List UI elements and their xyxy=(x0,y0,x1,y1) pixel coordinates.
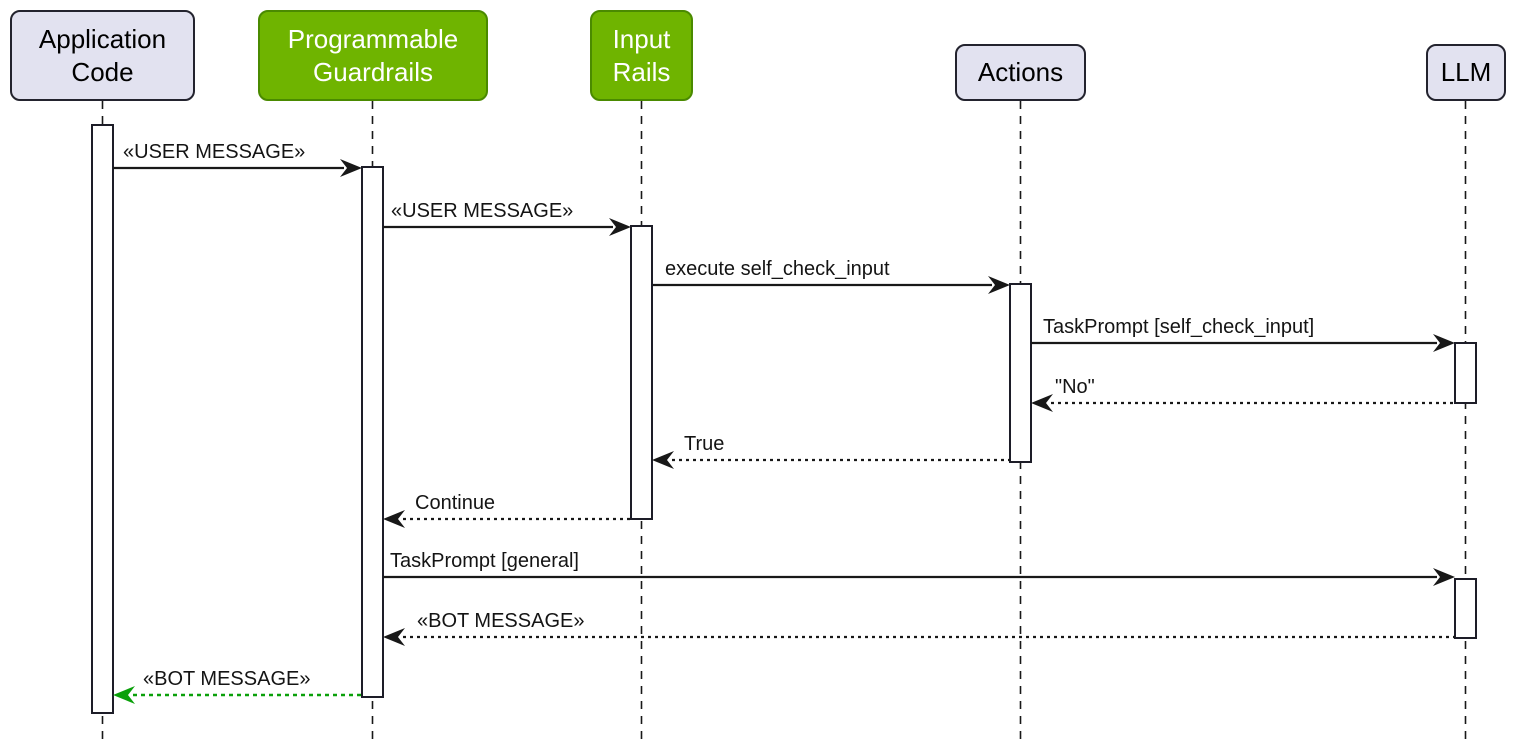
message-label-taskprompt-self-check-input: TaskPrompt [self_check_input] xyxy=(1043,316,1315,338)
message-arrowhead-9 xyxy=(383,628,405,646)
participant-llm: LLM xyxy=(1426,44,1506,101)
message-label-no: "No" xyxy=(1055,376,1095,398)
activation-bar-input-rails xyxy=(630,225,653,520)
participant-label: LLM xyxy=(1440,57,1492,87)
participant-actions: Actions xyxy=(955,44,1086,101)
message-arrowhead-3 xyxy=(988,276,1010,294)
message-arrowhead-5 xyxy=(1031,394,1053,412)
message-arrowhead-4 xyxy=(1433,334,1455,352)
message-arrowhead-7 xyxy=(383,510,405,528)
activation-bar-application-code xyxy=(91,124,114,714)
participant-label: Application Code xyxy=(38,23,167,87)
activation-bar-llm-2 xyxy=(1454,578,1477,639)
message-label-execute-self-check-input: execute self_check_input xyxy=(665,258,890,280)
participant-label: Programmable Guardrails xyxy=(287,23,459,87)
message-label-continue: Continue xyxy=(415,492,496,514)
participant-label: Input Rails xyxy=(612,23,671,87)
message-label-user-message-2: «USER MESSAGE» xyxy=(391,200,574,222)
message-label-user-message-1: «USER MESSAGE» xyxy=(123,141,306,163)
message-label-taskprompt-general: TaskPrompt [general] xyxy=(390,550,579,572)
message-arrowhead-8 xyxy=(1433,568,1455,586)
message-arrowhead-6 xyxy=(652,451,674,469)
message-label-bot-message-2: «BOT MESSAGE» xyxy=(143,668,311,690)
message-label-true: True xyxy=(684,433,725,455)
message-arrowhead-2 xyxy=(609,218,631,236)
activation-bar-actions xyxy=(1009,283,1032,463)
participant-application-code: Application Code xyxy=(10,10,195,101)
participant-input-rails: Input Rails xyxy=(590,10,693,101)
participant-programmable-guardrails: Programmable Guardrails xyxy=(258,10,488,101)
activation-bar-llm-1 xyxy=(1454,342,1477,404)
message-label-bot-message-1: «BOT MESSAGE» xyxy=(417,610,585,632)
activation-bar-programmable-guardrails xyxy=(361,166,384,698)
participant-label: Actions xyxy=(977,57,1064,87)
message-arrowhead-10 xyxy=(113,686,135,704)
message-arrowhead-1 xyxy=(340,159,362,177)
